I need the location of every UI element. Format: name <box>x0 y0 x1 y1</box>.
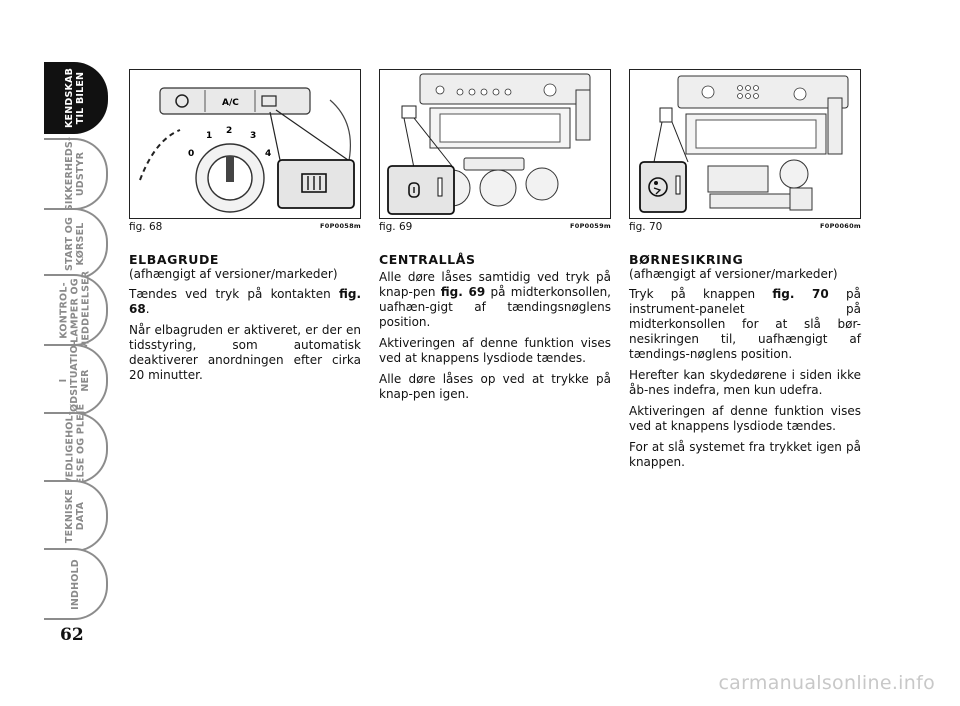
figure-68-caption: fig. 68 F0P0058m <box>129 221 361 233</box>
figure-70-caption: fig. 70 F0P0060m <box>629 221 861 233</box>
svg-text:0: 0 <box>188 149 194 159</box>
figure-69-caption: fig. 69 F0P0059m <box>379 221 611 233</box>
tab-kendskab-til-bilen[interactable]: KENDSKAB TIL BILEN <box>44 62 108 134</box>
section-elbagrude: ELBAGRUDE (afhængigt af versioner/marked… <box>129 252 361 389</box>
paragraph: Tændes ved tryk på kontakten fig. 68. <box>129 287 361 316</box>
section-centrallaas: CENTRALLÅS Alle døre låses samtidig ved … <box>379 252 611 408</box>
svg-text:3: 3 <box>250 131 256 141</box>
tab-label: TEKNISKE DATA <box>64 488 86 544</box>
rear-defrost-icon <box>301 173 327 193</box>
figure-70-child-lock <box>629 69 861 219</box>
section-title: ELBAGRUDE <box>129 252 220 267</box>
svg-text:1: 1 <box>206 131 212 141</box>
tab-label: INDHOLD <box>69 558 81 610</box>
paragraph: Tryk på knappen fig. 70 på instrument-pa… <box>629 287 861 361</box>
tab-tekniske-data[interactable]: TEKNISKE DATA <box>44 480 108 552</box>
recirculation-icon <box>175 94 189 108</box>
paragraph: Aktiveringen af denne funktion vises ved… <box>629 404 861 433</box>
watermark: carmanualsonline.info <box>718 672 935 694</box>
child-lock-icon <box>648 177 668 197</box>
tab-nodsituationer[interactable]: I NØDSITUATIO- NER <box>44 340 108 420</box>
tab-sikkerhedsudstyr[interactable]: SIKKERHEDS- UDSTYR <box>44 136 108 212</box>
paragraph: Herefter kan skydedørene i siden ikke åb… <box>629 368 861 397</box>
tab-label: SIKKERHEDS- UDSTYR <box>64 136 86 212</box>
tab-label: KONTROL- LAMPER OG MEDDELELSER <box>58 270 92 350</box>
tab-label: VEDLIGEHOL- DELSE OG PLEJE <box>64 403 86 493</box>
figure-69-central-locking <box>379 69 611 219</box>
section-title: CENTRALLÅS <box>379 252 476 267</box>
tab-indhold[interactable]: INDHOLD <box>44 548 108 620</box>
tab-vedligeholdelse[interactable]: VEDLIGEHOL- DELSE OG PLEJE <box>44 404 108 492</box>
paragraph: Aktiveringen af denne funktion vises ved… <box>379 336 611 365</box>
tab-start-og-korsel[interactable]: START OG KØRSEL <box>44 208 108 280</box>
figure-68-rear-window-switch: A/C 0 1 2 3 4 <box>129 69 361 219</box>
tab-kontrollamper[interactable]: KONTROL- LAMPER OG MEDDELELSER <box>44 270 108 350</box>
section-bornesikring: BØRNESIKRING (afhængigt af versioner/mar… <box>629 252 861 476</box>
svg-text:A/C: A/C <box>222 98 239 108</box>
paragraph: Når elbagruden er aktiveret, er der en t… <box>129 323 361 382</box>
section-title: BØRNESIKRING <box>629 252 744 267</box>
figure-code: F0P0060m <box>820 222 861 230</box>
paragraph: Alle døre låses samtidig ved tryk på kna… <box>379 270 611 329</box>
tab-label: KENDSKAB TIL BILEN <box>64 67 86 129</box>
tab-label: START OG KØRSEL <box>64 216 86 272</box>
defrost-icon <box>261 95 277 107</box>
paragraph: For at slå systemet fra trykket igen på … <box>629 440 861 469</box>
page-number: 62 <box>60 625 84 645</box>
section-subtitle: (afhængigt af versioner/markeder) <box>129 267 338 281</box>
section-subtitle: (afhængigt af versioner/markeder) <box>629 267 838 281</box>
figure-code: F0P0058m <box>320 222 361 230</box>
svg-text:4: 4 <box>265 149 271 159</box>
svg-text:2: 2 <box>226 126 232 136</box>
lock-icon <box>408 182 420 198</box>
figure-code: F0P0059m <box>570 222 611 230</box>
paragraph: Alle døre låses op ved at trykke på knap… <box>379 372 611 401</box>
